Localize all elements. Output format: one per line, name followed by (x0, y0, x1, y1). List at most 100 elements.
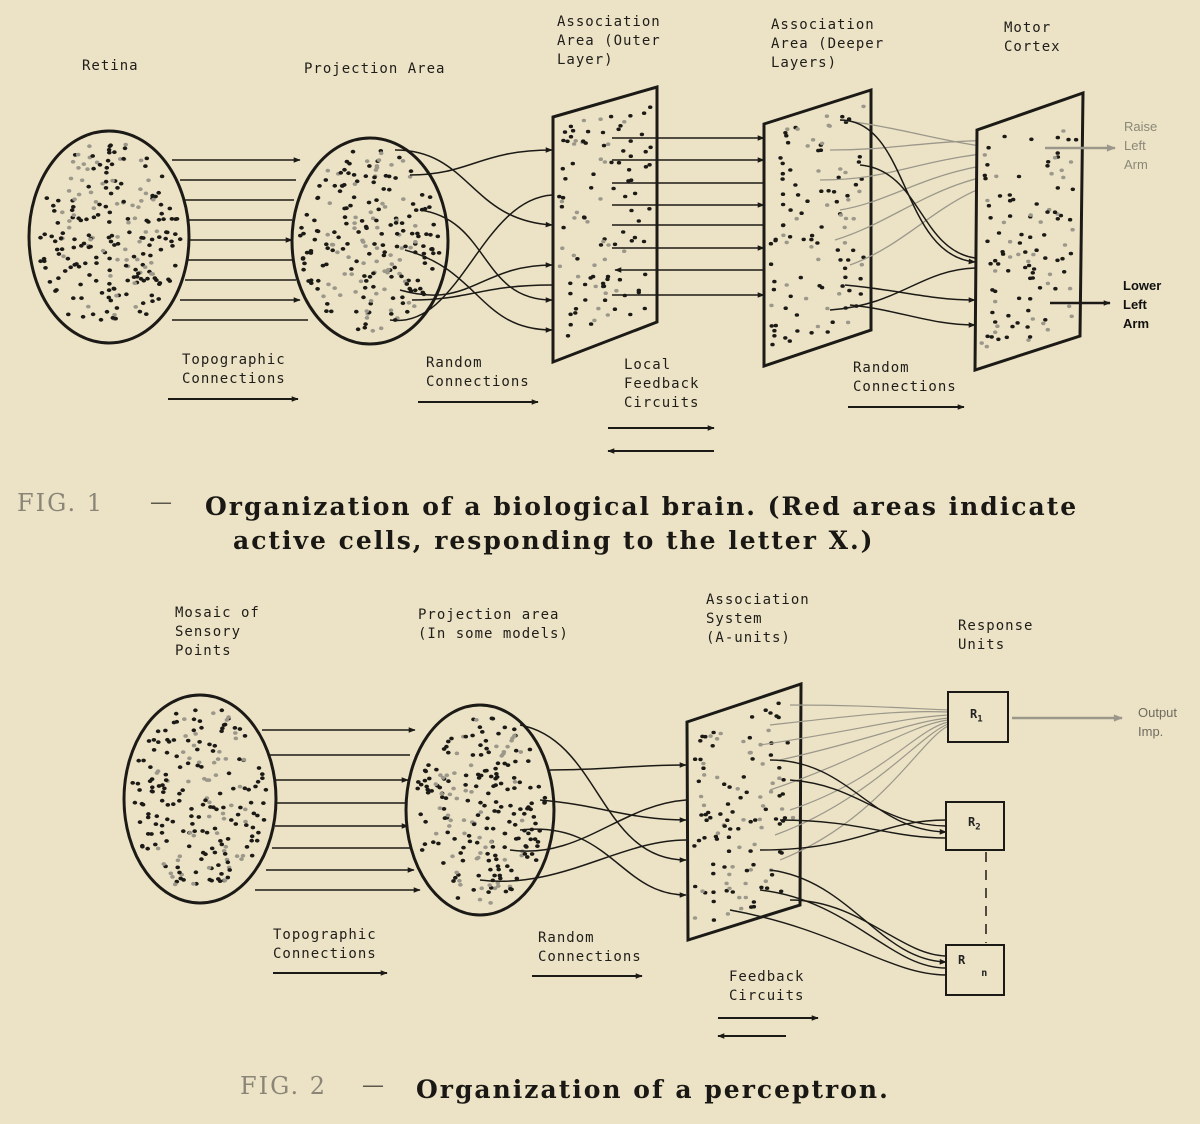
cell-dot (626, 179, 631, 183)
cell-dot (430, 267, 435, 271)
cell-dot (986, 145, 991, 150)
cell-dot (324, 309, 329, 313)
random-connections-fig2 (479, 724, 687, 898)
output-impulse-label: Output Imp. (1138, 705, 1178, 739)
cell-dot (842, 241, 848, 245)
cell-dot (379, 232, 385, 236)
cell-dot (643, 149, 648, 154)
cell-dot (643, 272, 648, 277)
cell-dot (478, 743, 483, 748)
cell-dot (149, 260, 154, 265)
cell-dot (214, 807, 219, 812)
cell-dot (253, 784, 258, 789)
cell-dot (573, 307, 579, 311)
cell-dot (342, 167, 347, 172)
cell-dot (859, 262, 864, 267)
cell-dot (439, 791, 445, 796)
cell-dot (805, 199, 810, 203)
cell-dot (502, 725, 508, 730)
cell-dot (715, 831, 721, 835)
cell-dot (112, 150, 117, 155)
cell-dot (858, 292, 863, 296)
cell-dot (340, 247, 346, 251)
cell-dot (778, 156, 783, 160)
cell-dot (394, 231, 400, 236)
cell-dot (186, 779, 191, 784)
cell-dot (397, 258, 403, 262)
cell-dot (641, 239, 647, 244)
cell-dot (155, 846, 161, 851)
cell-dot (103, 204, 109, 209)
cell-dot (344, 159, 350, 164)
cell-dot (389, 163, 394, 167)
cell-dot (605, 277, 610, 282)
cell-dot (370, 328, 376, 333)
cell-dot (486, 791, 491, 796)
cell-dot (425, 787, 431, 792)
cell-dot (1007, 255, 1013, 259)
cell-dot (256, 766, 262, 770)
retina-label: Retina (82, 58, 139, 74)
cell-dot (632, 235, 638, 240)
cell-dot (55, 221, 61, 225)
cell-dot (592, 318, 597, 323)
cell-dot (382, 269, 387, 274)
cell-dot (158, 202, 164, 207)
cell-dot (1062, 270, 1067, 274)
cell-dot (193, 732, 198, 736)
cell-dot (138, 158, 144, 163)
cell-dot (132, 216, 138, 221)
cell-dot (151, 197, 156, 202)
cell-dot (354, 309, 359, 314)
cell-dot (1007, 214, 1013, 218)
cell-dot (177, 765, 183, 770)
cell-dot (103, 186, 109, 190)
cell-dot (986, 203, 992, 208)
cell-dot (90, 312, 96, 317)
cell-dot (177, 798, 182, 803)
cell-dot (67, 219, 72, 223)
cell-dot (146, 739, 152, 743)
association-outer-cells (557, 105, 653, 338)
cell-dot (413, 208, 419, 213)
cell-dot (1016, 174, 1022, 179)
cell-dot (726, 849, 732, 853)
cell-dot (225, 837, 231, 841)
cell-dot (815, 241, 820, 245)
cell-dot (1053, 286, 1058, 291)
cell-dot (568, 312, 573, 317)
cell-dot (88, 244, 93, 249)
cell-dot (393, 176, 398, 180)
cell-dot (317, 184, 322, 188)
cell-dot (419, 193, 425, 197)
fig1-number: FIG. 1 (17, 489, 104, 517)
cell-dot (69, 208, 75, 213)
cell-dot (1062, 243, 1068, 247)
cell-dot (1031, 267, 1037, 271)
cell-dot (337, 189, 343, 194)
cell-dot (701, 761, 706, 766)
cell-dot (260, 776, 265, 781)
cell-dot (462, 831, 467, 836)
cell-dot (985, 239, 990, 244)
cell-dot (1034, 202, 1039, 206)
cell-dot (304, 250, 310, 255)
cell-dot (498, 781, 504, 786)
cell-dot (816, 257, 821, 262)
cell-dot (142, 265, 148, 270)
cell-dot (68, 265, 73, 270)
cell-dot (72, 237, 77, 242)
cell-dot (235, 812, 241, 817)
cell-dot (90, 154, 95, 158)
cell-dot (997, 194, 1003, 198)
cell-dot (747, 751, 752, 755)
cell-dot (374, 259, 380, 264)
cell-dot (231, 786, 236, 791)
cell-dot (851, 248, 856, 253)
cell-dot (255, 813, 260, 818)
cell-dot (759, 885, 764, 890)
projection-area-cells (298, 149, 442, 333)
cell-dot (759, 825, 764, 830)
cell-dot (517, 780, 523, 785)
cell-dot (125, 217, 131, 221)
